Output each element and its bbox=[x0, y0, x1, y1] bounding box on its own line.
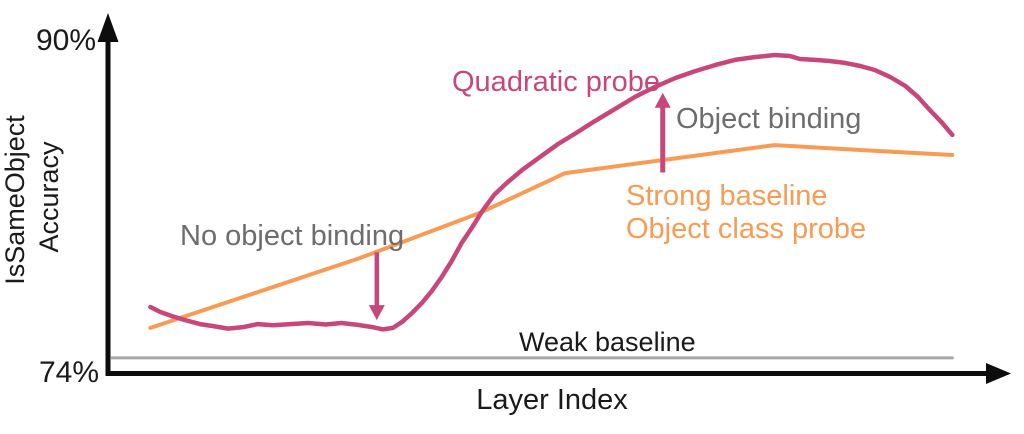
no-object-binding-label: No object binding bbox=[180, 220, 404, 252]
strong-baseline-label-line2: Object class probe bbox=[626, 213, 866, 245]
axes bbox=[97, 13, 1011, 384]
y-min-tick-label: 74% bbox=[39, 356, 99, 389]
strong-baseline-line bbox=[148, 143, 955, 330]
up-arrow-head-icon bbox=[654, 92, 671, 108]
y-axis-arrowhead-icon bbox=[97, 13, 119, 42]
y-axis-title-line1: IsSameObject bbox=[0, 115, 30, 285]
x-axis-arrowhead-icon bbox=[986, 363, 1011, 384]
strong-baseline-label-line1: Strong baseline bbox=[626, 180, 828, 212]
y-max-tick-label: 90% bbox=[36, 24, 96, 57]
y-axis-title-line2: Accuracy bbox=[34, 141, 64, 253]
no-object-binding-arrow bbox=[368, 252, 385, 321]
quadratic-probe-label: Quadratic probe bbox=[452, 66, 660, 98]
object-binding-arrow bbox=[654, 92, 671, 173]
weak-baseline-label: Weak baseline bbox=[519, 327, 696, 357]
down-arrow-head-icon bbox=[368, 305, 385, 321]
object-binding-label: Object binding bbox=[676, 103, 861, 135]
quadratic-probe-curve bbox=[148, 52, 955, 332]
x-axis-title: Layer Index bbox=[476, 384, 628, 416]
